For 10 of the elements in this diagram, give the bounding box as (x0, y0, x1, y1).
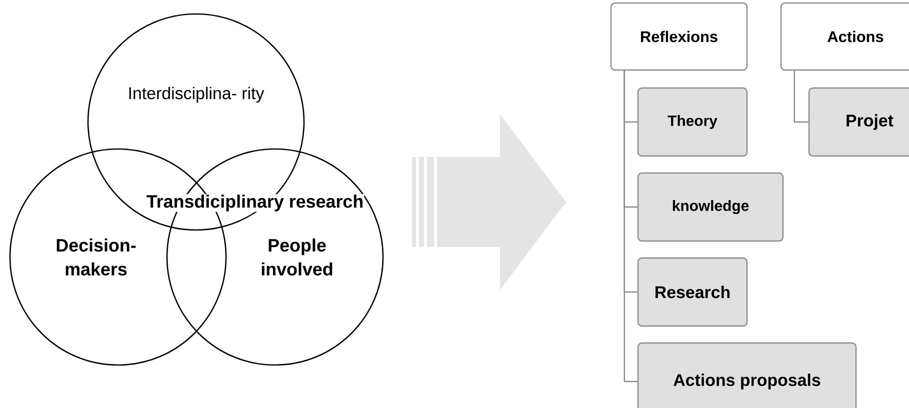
label-box: Projet (808, 87, 909, 157)
label-box: knowledge (637, 172, 784, 242)
label-box: Actions (780, 2, 909, 71)
overlap-label: Transdiciplinary research (146, 194, 364, 212)
label-box: Research (637, 257, 748, 327)
connector-line (794, 70, 808, 123)
label-box: Actions proposals (637, 342, 857, 408)
label-box: Theory (637, 87, 748, 157)
label-box: Reflexions (610, 2, 748, 71)
connector-line (624, 70, 638, 382)
